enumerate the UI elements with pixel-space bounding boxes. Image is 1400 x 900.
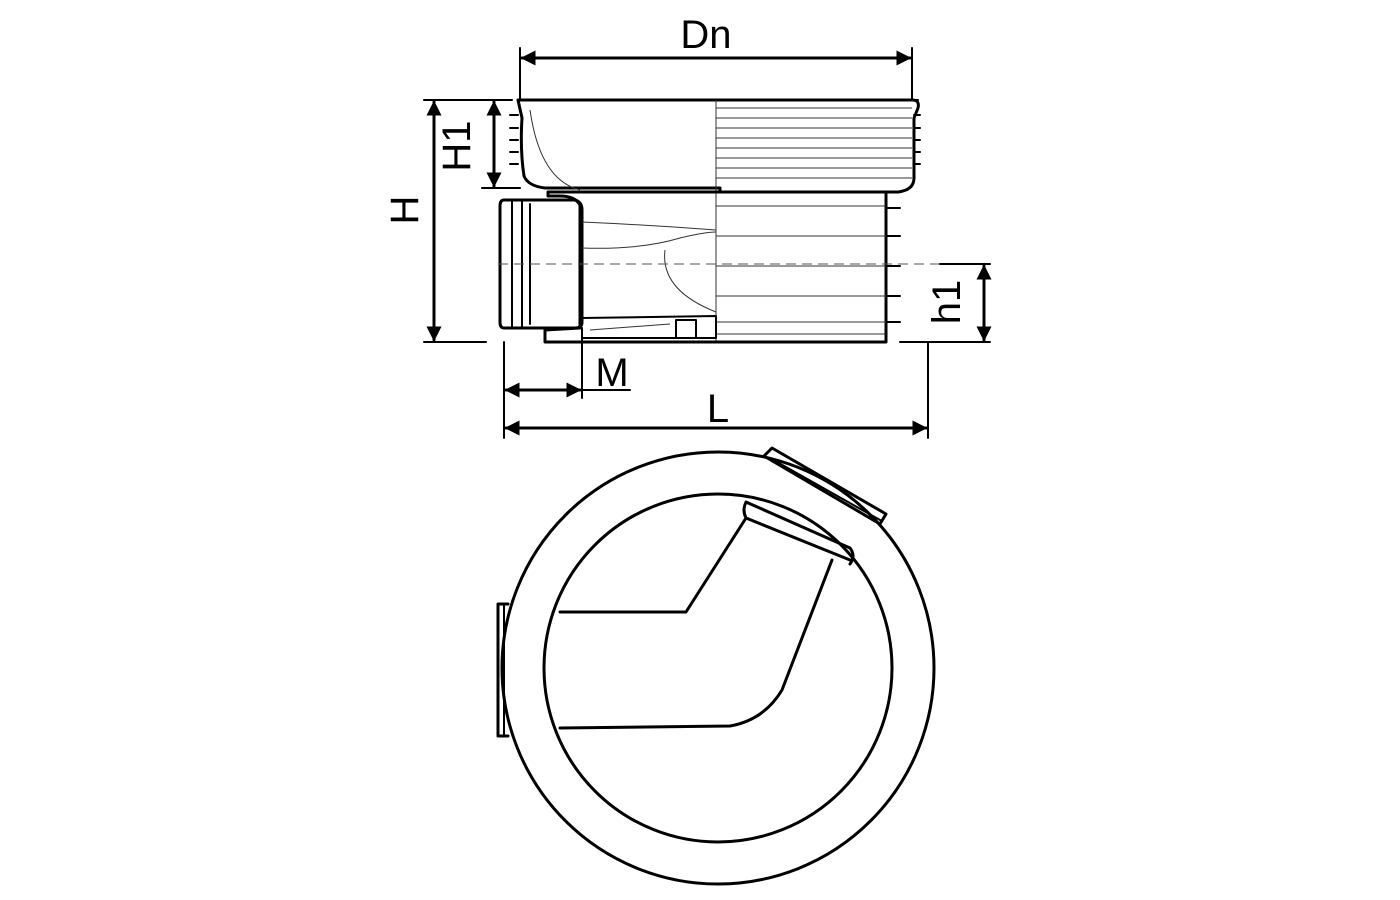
flow-line-top xyxy=(581,221,717,231)
flow-line-curve xyxy=(664,249,717,313)
inlet-stub-ring xyxy=(769,457,881,521)
side-view xyxy=(498,98,940,344)
socket-right-ribs xyxy=(913,114,921,165)
label-h1-upper: H1 xyxy=(435,120,479,171)
base-slope xyxy=(589,323,671,331)
flow-line-mid xyxy=(581,231,717,249)
label-dn: Dn xyxy=(680,13,731,57)
socket-left-ribs xyxy=(509,114,519,165)
label-m: M xyxy=(595,351,628,395)
base-plate xyxy=(581,315,717,339)
label-h1-lower: h1 xyxy=(925,280,969,325)
channel-lower-edge xyxy=(558,558,834,730)
socket-hatch xyxy=(716,107,912,179)
channel-inlet-lip xyxy=(742,500,855,566)
label-l: L xyxy=(707,387,729,431)
top-view xyxy=(496,446,936,886)
outlet-spigot xyxy=(498,198,584,330)
body-right-pegs xyxy=(885,207,901,323)
socket-inner-edge xyxy=(529,109,581,191)
body-hatch xyxy=(716,205,886,335)
label-h: H xyxy=(383,196,427,225)
dimension-labels: Dn H H1 h1 M L xyxy=(383,13,969,431)
inner-ring xyxy=(542,492,894,844)
dimension-lines xyxy=(423,47,992,439)
channel-upper-edge xyxy=(558,516,852,614)
inlet-stub xyxy=(762,446,888,526)
outer-ring xyxy=(500,450,936,886)
base-clip xyxy=(675,319,697,339)
